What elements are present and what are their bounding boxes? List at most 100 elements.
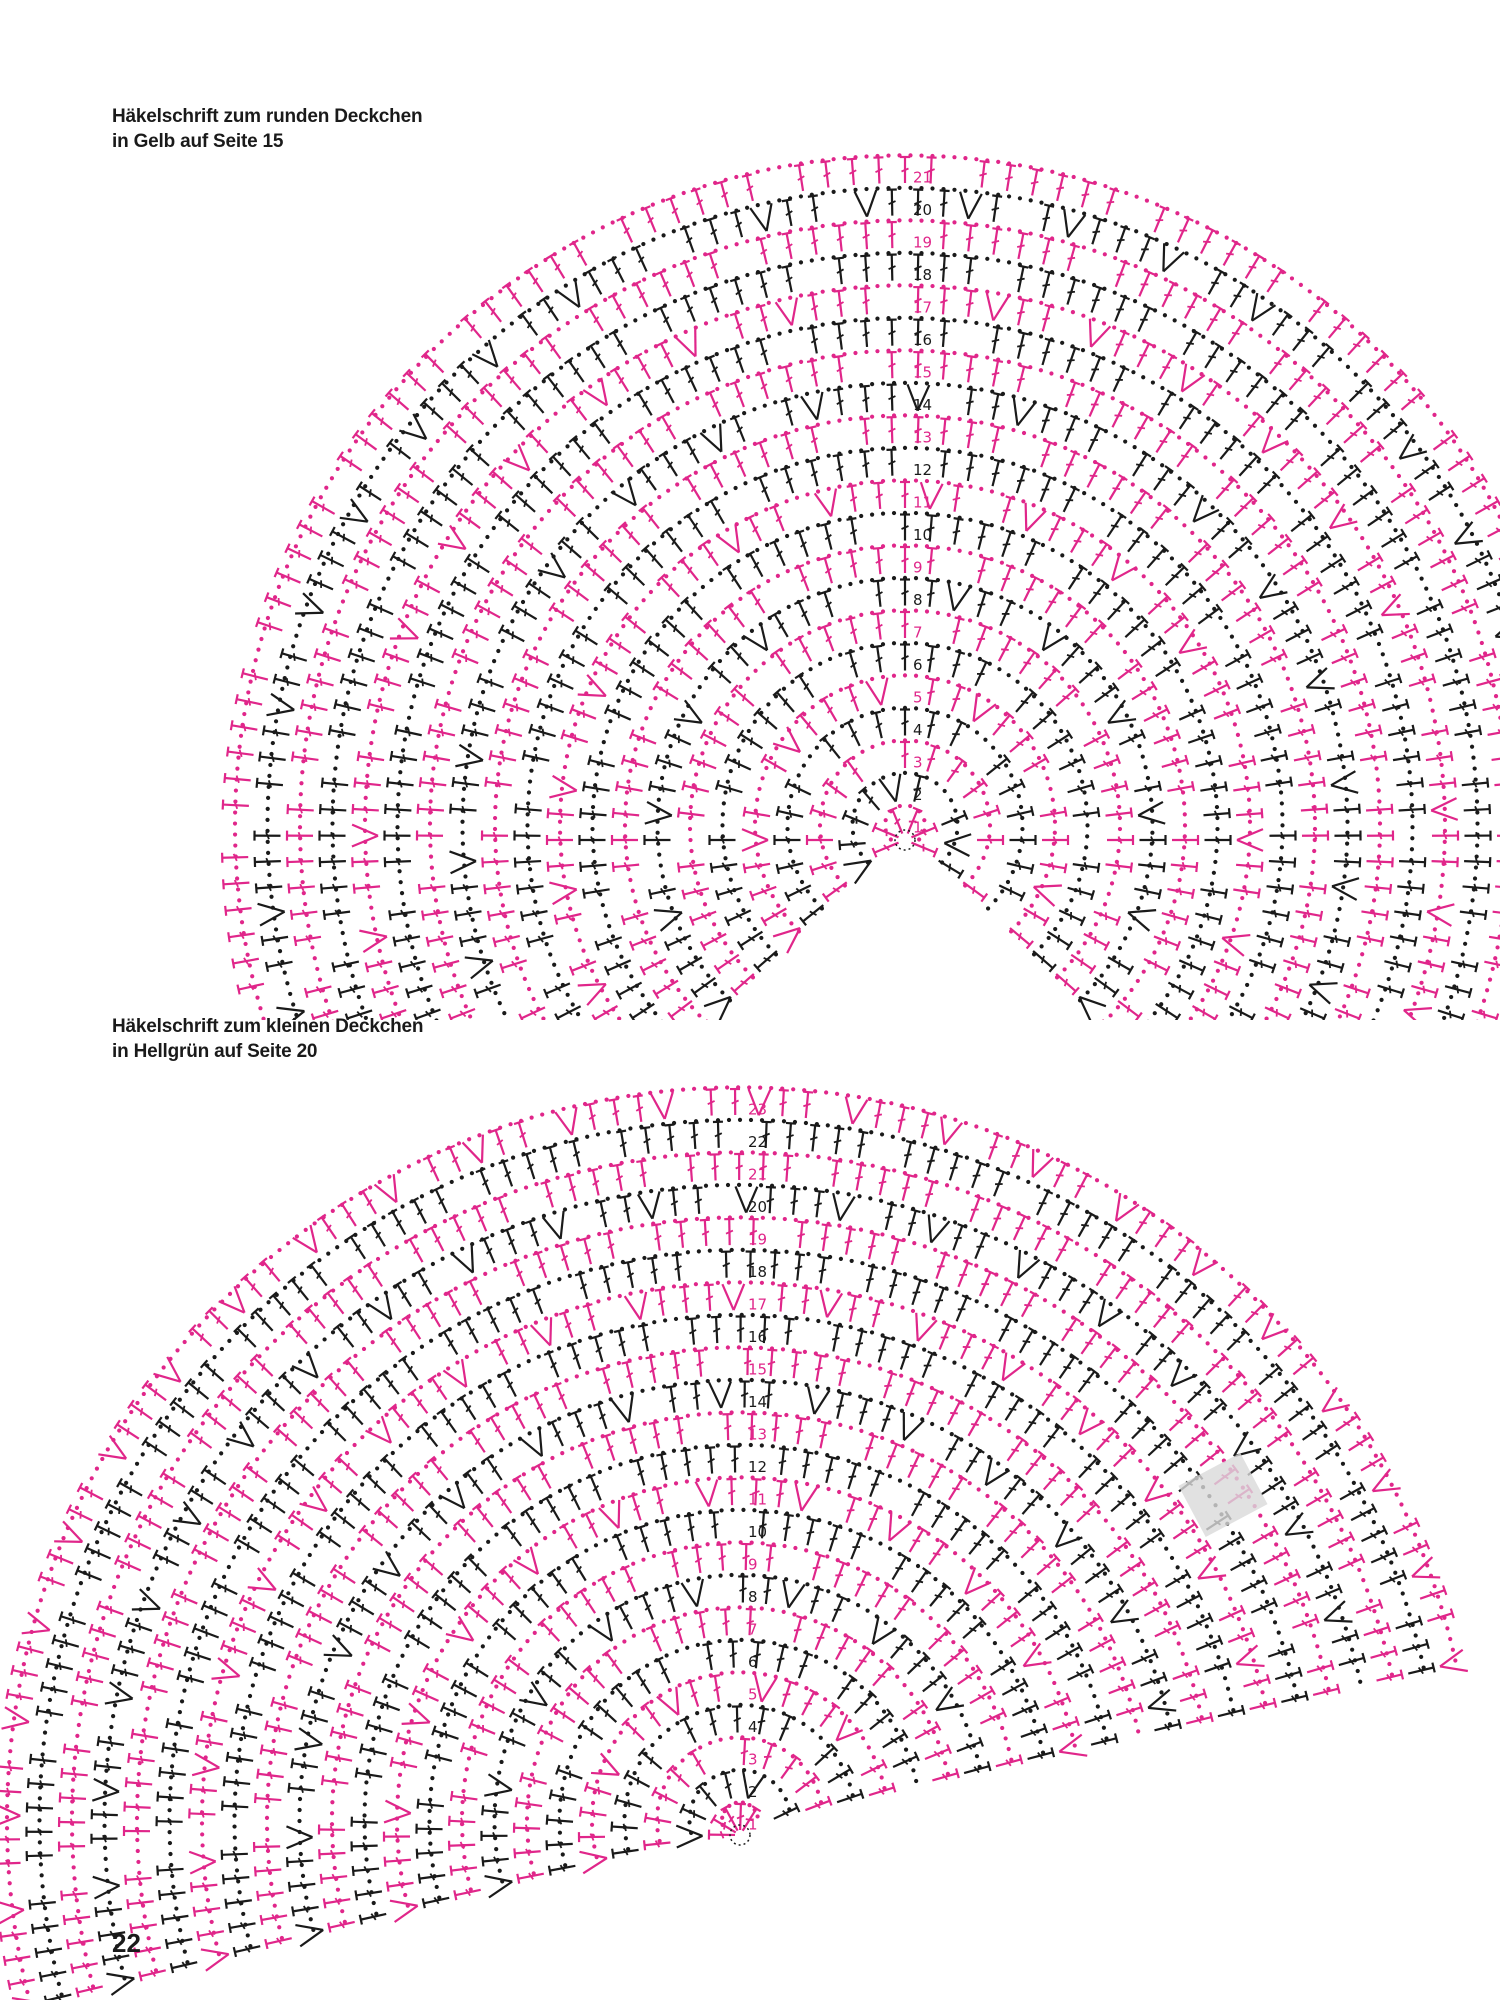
treble-stitch (318, 804, 347, 815)
treble-stitch (1224, 649, 1252, 668)
treble-stitch (329, 1563, 356, 1584)
treble-stitch (1067, 1663, 1095, 1681)
increase-stitch (871, 1616, 898, 1645)
treble-stitch (557, 536, 582, 559)
treble-stitch (855, 1162, 867, 1191)
round-number-label: 6 (748, 1653, 758, 1671)
treble-stitch (872, 579, 883, 607)
treble-stitch (1018, 1326, 1038, 1354)
treble-stitch (930, 1501, 951, 1528)
treble-stitch (461, 623, 489, 642)
treble-stitch (515, 884, 544, 895)
treble-stitch (1427, 1608, 1455, 1623)
increase-stitch (445, 1615, 475, 1642)
treble-stitch (548, 452, 572, 477)
round-number-label: 14 (748, 1393, 767, 1411)
treble-stitch (418, 777, 447, 788)
increase-stitch (675, 1824, 703, 1849)
treble-stitch (303, 985, 332, 998)
treble-stitch (791, 1350, 802, 1379)
treble-stitch (947, 1398, 965, 1426)
increase-stitch (819, 1289, 844, 1318)
treble-stitch (681, 780, 710, 793)
treble-stitch (486, 1414, 506, 1441)
treble-stitch (342, 1274, 364, 1301)
treble-stitch (857, 1130, 869, 1159)
treble-stitch (1296, 648, 1324, 666)
treble-stitch (532, 1250, 548, 1279)
treble-stitch (1124, 615, 1149, 638)
treble-stitch (342, 1356, 365, 1382)
treble-stitch (591, 458, 614, 483)
treble-stitch (871, 841, 899, 858)
treble-stitch (163, 1527, 190, 1546)
treble-stitch (1063, 449, 1081, 477)
treble-stitch (1233, 493, 1258, 518)
treble-stitch (1227, 1627, 1256, 1644)
treble-stitch (416, 648, 444, 664)
treble-stitch (529, 1391, 547, 1419)
treble-stitch (716, 1543, 727, 1571)
round-13: 13 (317, 1410, 1144, 1933)
increase-stitch (577, 982, 607, 1006)
treble-stitch (405, 984, 433, 999)
treble-stitch (1044, 1692, 1072, 1709)
treble-stitch (1292, 1353, 1318, 1376)
treble-stitch (1163, 1451, 1188, 1474)
treble-stitch (336, 451, 363, 472)
treble-stitch (888, 1270, 902, 1299)
treble-stitch (850, 1532, 867, 1560)
treble-stitch (183, 1646, 212, 1661)
increase-stitch (972, 693, 997, 723)
treble-stitch (480, 1830, 508, 1841)
treble-stitch (1454, 724, 1483, 737)
increase-stitch (549, 774, 578, 799)
treble-stitch (508, 1600, 533, 1624)
treble-stitch (645, 1355, 657, 1384)
treble-stitch (1464, 857, 1492, 868)
round-16: 16 (383, 315, 1427, 1020)
treble-stitch (223, 772, 251, 784)
treble-stitch (375, 1613, 403, 1633)
treble-stitch (859, 319, 871, 348)
treble-stitch (860, 221, 871, 250)
treble-stitch (814, 1189, 825, 1218)
round-number-label: 12 (748, 1458, 767, 1476)
treble-stitch (319, 1873, 348, 1884)
treble-stitch (1428, 481, 1455, 502)
increase-stitch (266, 692, 295, 717)
treble-stitch (513, 1120, 528, 1148)
treble-stitch (389, 1756, 418, 1769)
treble-stitch (760, 907, 787, 927)
treble-stitch (873, 481, 884, 510)
treble-stitch (1083, 729, 1111, 748)
treble-stitch (1041, 1380, 1062, 1407)
increase-stitch (484, 1773, 513, 1797)
treble-stitch (1476, 573, 1500, 591)
treble-stitch (615, 680, 643, 699)
treble-stitch (381, 1673, 409, 1690)
treble-stitch (93, 1760, 122, 1771)
treble-stitch (869, 1708, 895, 1731)
treble-stitch (123, 1801, 151, 1812)
treble-stitch (222, 1776, 251, 1787)
increase-stitch (1330, 770, 1359, 794)
treble-stitch (564, 1682, 590, 1706)
treble-stitch (882, 1728, 909, 1749)
treble-stitch (1080, 1328, 1102, 1355)
treble-stitch (638, 1592, 654, 1620)
treble-stitch (1441, 574, 1469, 592)
increase-stitch (579, 1850, 608, 1875)
treble-stitch (1020, 1535, 1045, 1559)
treble-stitch (689, 910, 717, 926)
treble-stitch (188, 1808, 216, 1819)
treble-stitch (552, 493, 577, 518)
treble-stitch (890, 1634, 913, 1659)
round-16: 16 (220, 1312, 1246, 1958)
chart-caption-small-doily: Häkelschrift zum kleinen Deckchen in Hel… (112, 1014, 423, 1064)
treble-stitch (1348, 378, 1373, 403)
treble-stitch (957, 1259, 974, 1288)
treble-stitch (1488, 935, 1500, 940)
treble-stitch (948, 1474, 968, 1501)
treble-stitch (664, 1123, 675, 1151)
